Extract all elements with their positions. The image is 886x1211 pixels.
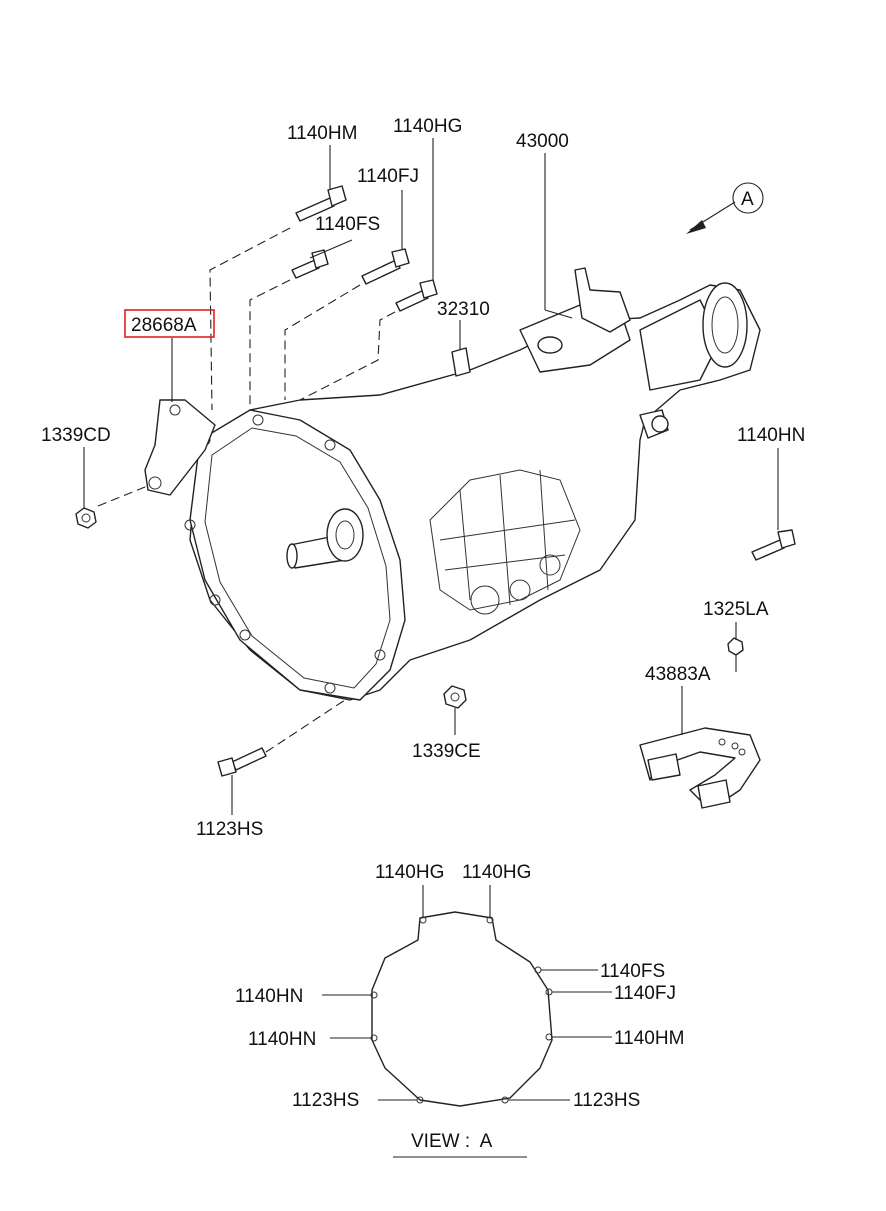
stud-32310-part [451, 347, 471, 377]
label-1325la[interactable]: 1325LA [703, 599, 769, 620]
bolt-1140fs-part [291, 249, 329, 279]
label-32310[interactable]: 32310 [437, 299, 490, 320]
transmission-assembly [184, 267, 761, 701]
label-1140hg[interactable]: 1140HG [393, 116, 462, 137]
label-1140fj[interactable]: 1140FJ [357, 166, 419, 187]
label-28668a[interactable]: 28668A [131, 315, 197, 336]
nut-1325la-part [727, 637, 744, 656]
view-label-bottom-left[interactable]: 1123HS [292, 1090, 359, 1111]
label-1339cd[interactable]: 1339CD [41, 425, 111, 446]
view-label-top-right[interactable]: 1140HG [462, 862, 531, 883]
bracket-28668a-part [144, 399, 216, 496]
bolt-1123hs-part [217, 747, 267, 777]
highlight-box-28668a [124, 309, 215, 338]
view-a-bolt-pattern: 1140HG 1140HG 1140FS 1140FJ 1140HM 1140H… [235, 862, 684, 1158]
label-1140hn[interactable]: 1140HN [737, 425, 805, 446]
view-label-right-2[interactable]: 1140FJ [614, 983, 676, 1004]
view-label-top-left[interactable]: 1140HG [375, 862, 444, 883]
view-label-left-2[interactable]: 1140HN [248, 1029, 316, 1050]
view-label-right-1[interactable]: 1140FS [600, 961, 665, 982]
view-label-right-3[interactable]: 1140HM [614, 1028, 684, 1049]
bolt-1140hg-part [395, 279, 438, 312]
label-1339ce[interactable]: 1339CE [412, 741, 481, 762]
view-marker-label[interactable]: A [741, 189, 754, 210]
view-title: VIEW : A [411, 1131, 493, 1152]
view-marker-circle [732, 182, 764, 214]
label-1123hs[interactable]: 1123HS [196, 819, 263, 840]
view-label-left-1[interactable]: 1140HN [235, 986, 303, 1007]
label-43883a[interactable]: 43883A [645, 664, 711, 685]
label-1140hm[interactable]: 1140HM [287, 123, 357, 144]
view-label-bottom-right[interactable]: 1123HS [573, 1090, 640, 1111]
label-1140fs[interactable]: 1140FS [315, 214, 380, 235]
bolt-1140hn-part [751, 529, 796, 561]
nut-1339ce-part [443, 685, 467, 709]
label-43000[interactable]: 43000 [516, 131, 569, 152]
bolt-1140fj-part [361, 248, 410, 285]
bracket-43883a-part [639, 727, 761, 809]
part-labels: 1140HM 1140HG 43000 1140FJ 1140FS 32310 … [41, 116, 805, 840]
bolt-1140hm-part [295, 185, 347, 222]
leader-lines [83, 138, 779, 815]
nut-1339cd-part [75, 507, 97, 529]
